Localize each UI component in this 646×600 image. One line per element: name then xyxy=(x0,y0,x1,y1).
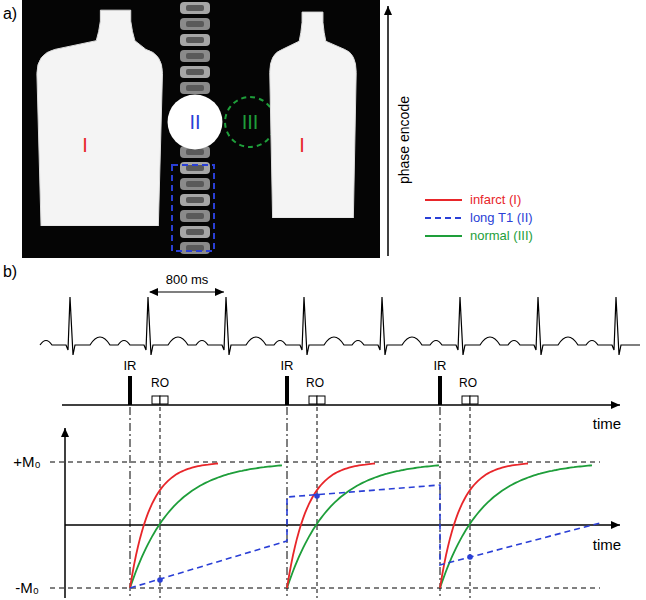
ro-guide xyxy=(470,407,471,598)
vertebra xyxy=(180,2,210,14)
vertebra xyxy=(180,226,210,238)
plus-m0-line xyxy=(50,462,600,463)
vertebra xyxy=(180,34,210,46)
legend-line xyxy=(425,199,462,201)
readout-point xyxy=(314,493,320,499)
vertebra-core xyxy=(186,53,204,59)
vertebra xyxy=(180,178,210,190)
legend-text: long T1 (II) xyxy=(470,211,533,225)
pulse-label: IR xyxy=(434,359,447,373)
vertebra-core xyxy=(186,85,204,91)
axis-label: time xyxy=(593,537,621,554)
readout-point xyxy=(467,554,473,560)
ir-guide xyxy=(440,407,441,598)
vertebra xyxy=(180,162,210,174)
recovery-curve xyxy=(287,464,375,589)
long-t1-phantom: II xyxy=(167,94,223,150)
ro-guide xyxy=(160,407,161,598)
vertebra-core xyxy=(186,37,204,43)
normal-region: III xyxy=(224,96,276,148)
vertebra-core xyxy=(186,69,204,75)
ir-guide xyxy=(130,407,131,598)
region-numeral: I xyxy=(299,134,305,156)
readout-label: RO xyxy=(306,377,324,390)
axis-value: -M₀ xyxy=(15,580,39,597)
ir-pulse xyxy=(285,376,289,405)
legend-text: infarct (I) xyxy=(470,193,521,207)
vertebra-core xyxy=(186,181,204,187)
recovery-curve xyxy=(440,465,592,588)
pulse-sequence xyxy=(128,376,478,405)
ro-guide xyxy=(317,407,318,598)
recovery-curve xyxy=(130,464,218,589)
disc-outline xyxy=(168,95,223,150)
vertebra-core xyxy=(186,149,204,155)
pulse-label: IR xyxy=(281,359,294,373)
readout-block xyxy=(160,396,168,404)
panel-letter: b) xyxy=(3,263,17,281)
axis-label: phase encode xyxy=(397,96,412,184)
bottle-outline xyxy=(37,10,163,226)
timing-guides xyxy=(130,407,470,598)
pulse-label: IR xyxy=(124,359,137,373)
roi-rectangle xyxy=(172,165,214,251)
readout-block xyxy=(317,396,325,404)
readout-point xyxy=(157,577,163,583)
vertebra-core xyxy=(186,5,204,11)
node-outline xyxy=(265,10,360,218)
recovery-curve xyxy=(130,465,282,588)
ir-pulse xyxy=(438,376,442,405)
recovery-curves xyxy=(130,464,600,589)
recovery-curve xyxy=(440,464,528,589)
region-numeral: I xyxy=(82,134,88,156)
vertebra xyxy=(180,66,210,78)
region-numeral: II xyxy=(189,111,200,133)
readout-block xyxy=(309,396,317,404)
node-outline xyxy=(30,8,168,226)
vertebra-core xyxy=(186,197,204,203)
panel-letter: a) xyxy=(3,5,17,23)
ring-outline xyxy=(225,97,275,147)
region-numeral: III xyxy=(242,111,259,133)
phase-encode-arrow xyxy=(387,6,389,256)
interval-label: 800 ms xyxy=(166,273,209,287)
vertebra-core xyxy=(186,229,204,235)
vertebra xyxy=(180,194,210,206)
legend-line xyxy=(425,217,462,219)
mri-image xyxy=(22,0,380,258)
vertebra xyxy=(180,242,210,254)
axis-label: time xyxy=(593,416,621,433)
magnetization-axis xyxy=(64,428,66,598)
interval-arrow xyxy=(150,291,224,292)
timing-axis xyxy=(62,404,620,406)
ecg-trace xyxy=(40,297,640,355)
readout-block xyxy=(152,396,160,404)
vertebra xyxy=(180,50,210,62)
vertebra xyxy=(180,18,210,30)
phantom-bottle: I xyxy=(265,10,360,218)
time-axis xyxy=(65,524,620,526)
vertebra-core xyxy=(186,213,204,219)
bottle-outline xyxy=(270,12,356,218)
vertebra xyxy=(180,210,210,222)
recovery-curve xyxy=(287,465,439,588)
phantom-bottle: I xyxy=(30,8,168,226)
ir-pulse xyxy=(128,376,132,405)
legend-text: normal (III) xyxy=(470,229,533,243)
legend-line xyxy=(425,235,462,237)
axis-value: +M₀ xyxy=(13,454,40,471)
readout-label: RO xyxy=(459,377,477,390)
readout-block xyxy=(470,396,478,404)
readout-block xyxy=(462,396,470,404)
vertebra xyxy=(180,82,210,94)
readout-label: RO xyxy=(151,377,169,390)
vertebra-core xyxy=(186,21,204,27)
long-t1-curve xyxy=(130,485,600,588)
